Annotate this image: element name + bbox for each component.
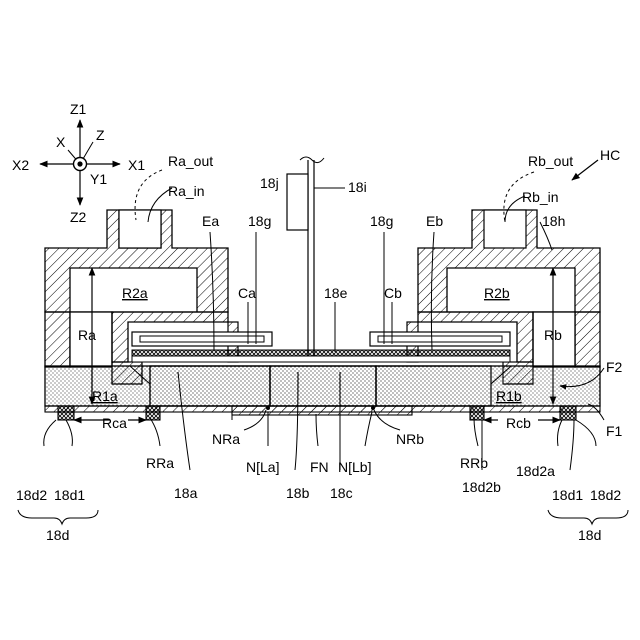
flag-18j bbox=[287, 174, 308, 230]
axis-label-x1: X1 bbox=[128, 157, 145, 173]
label-18c: 18c bbox=[330, 485, 353, 501]
label-nrb: NRb bbox=[396, 431, 424, 447]
label-nlb: N[Lb] bbox=[338, 459, 371, 475]
label-rcb: Rcb bbox=[506, 415, 531, 431]
label-ra: Ra bbox=[78, 327, 96, 343]
label-cb: Cb bbox=[384, 285, 402, 301]
electrode-layer bbox=[132, 350, 510, 356]
axis-indicator: Z1 Z2 X2 X1 X Z Y1 bbox=[12, 101, 145, 225]
figure-ref-label: HC bbox=[600, 147, 620, 163]
figure-reference: HC bbox=[572, 147, 620, 180]
label-eb: Eb bbox=[426, 213, 443, 229]
axis-label-x2: X2 bbox=[12, 157, 29, 173]
label-18d2-left: 18d2 bbox=[16, 487, 47, 503]
label-nla: N[La] bbox=[246, 459, 279, 475]
axis-label-x: X bbox=[56, 134, 66, 150]
label-rb-in: Rb_in bbox=[522, 189, 559, 205]
label-ca: Ca bbox=[238, 285, 256, 301]
brackets-18d bbox=[18, 510, 628, 524]
label-18d2b: 18d2b bbox=[462, 479, 501, 495]
label-nra: NRa bbox=[212, 431, 240, 447]
label-18d-right: 18d bbox=[578, 527, 601, 543]
rod-18i bbox=[287, 157, 345, 356]
label-18d1-left: 18d1 bbox=[54, 487, 85, 503]
label-r2b: R2b bbox=[484, 285, 510, 301]
axis-label-y1: Y1 bbox=[90, 171, 107, 187]
label-18d-left: 18d bbox=[46, 527, 69, 543]
axis-label-z2: Z2 bbox=[70, 209, 87, 225]
axis-label-z1: Z1 bbox=[70, 101, 87, 117]
label-rra: RRa bbox=[146, 455, 174, 471]
label-18b: 18b bbox=[286, 485, 310, 501]
label-rb: Rb bbox=[544, 327, 562, 343]
label-f1: F1 bbox=[606, 423, 623, 439]
label-18g-right: 18g bbox=[370, 213, 393, 229]
label-f2: F2 bbox=[606, 359, 623, 375]
label-18e: 18e bbox=[324, 285, 348, 301]
label-18d2-right: 18d2 bbox=[590, 487, 621, 503]
label-fn: FN bbox=[310, 459, 329, 475]
label-18i: 18i bbox=[348, 179, 367, 195]
label-18d2a: 18d2a bbox=[516, 463, 555, 479]
label-ra-in: Ra_in bbox=[168, 183, 205, 199]
label-18j: 18j bbox=[260, 175, 279, 191]
label-18g-left: 18g bbox=[248, 213, 271, 229]
axis-label-z: Z bbox=[96, 127, 105, 143]
label-r2a: R2a bbox=[122, 285, 148, 301]
label-rca: Rca bbox=[102, 415, 127, 431]
label-rb-out: Rb_out bbox=[528, 153, 573, 169]
label-r1b: R1b bbox=[496, 388, 522, 404]
label-18a: 18a bbox=[174, 485, 198, 501]
label-18h: 18h bbox=[542, 213, 565, 229]
label-ra-out: Ra_out bbox=[168, 153, 213, 169]
label-ea: Ea bbox=[202, 213, 219, 229]
inner-layers bbox=[132, 332, 510, 362]
label-18d1-right: 18d1 bbox=[552, 487, 583, 503]
label-r1a: R1a bbox=[92, 388, 118, 404]
label-rrb: RRb bbox=[460, 455, 488, 471]
